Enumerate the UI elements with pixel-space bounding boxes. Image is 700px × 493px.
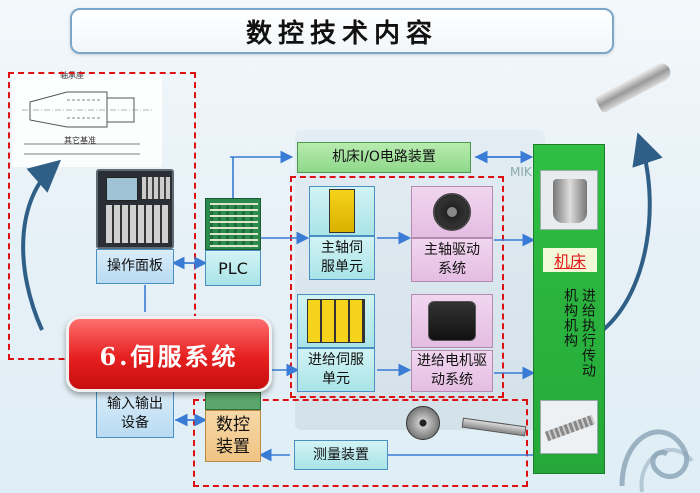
feed-motor-icon [428,301,476,341]
drawing-label-top: 轴承座 [60,71,84,80]
spindle-servo-unit-box: 主轴伺服单元 [309,236,375,280]
machine-brand-mark: MIK [510,165,532,179]
operation-panel-image [96,169,174,249]
decorative-swirl [619,429,694,493]
drawing-label-mid: 其它基准 [64,136,96,145]
feed-motor-image-frame [411,294,493,348]
servo-dashed-group [290,176,504,398]
ballscrew-icon [544,414,596,442]
spindle-motor-icon [433,193,471,231]
operation-panel-box: 操作面板 [96,249,174,284]
actuators-label: 进给执行传动机构机构 [562,288,596,378]
feed-servo-drive-icon [307,299,365,343]
feed-servo-image-frame [297,294,375,348]
linear-scale-image [461,410,527,440]
spindle-drive-image-frame [411,186,493,238]
page-title: 数控技术内容 [70,8,614,54]
servo-system-callout: 6.伺服系统 [66,316,272,392]
cnc-device-box: 数控装置 [205,410,261,462]
cutter-image [540,170,598,230]
plc-box: PLC [205,250,261,286]
technical-drawing [12,72,162,167]
feed-motor-drive-box: 进给电机驱动系统 [411,350,493,392]
encoder-icon [406,406,440,440]
machine-io-circuit-box: 机床I/O电路装置 [297,142,471,173]
spindle-servo-image-frame [309,186,375,236]
measuring-device-box: 测量装置 [294,440,388,470]
ballscrew-image [540,400,598,454]
machine-tool-label: 机床 [543,248,597,272]
linear-scale-icon [461,417,527,437]
spindle-servo-drive-icon [329,189,355,233]
spindle-drive-box: 主轴驱动系统 [411,238,493,282]
feed-servo-unit-box: 进给伺服单元 [297,348,375,392]
io-device-box: 输入输出设备 [96,390,174,438]
encoder-image [402,404,454,440]
cnc-device-image [205,392,261,410]
bottom-dashed-group [193,399,528,487]
milling-cutter-icon [553,179,587,223]
plc-board-image [205,198,261,250]
